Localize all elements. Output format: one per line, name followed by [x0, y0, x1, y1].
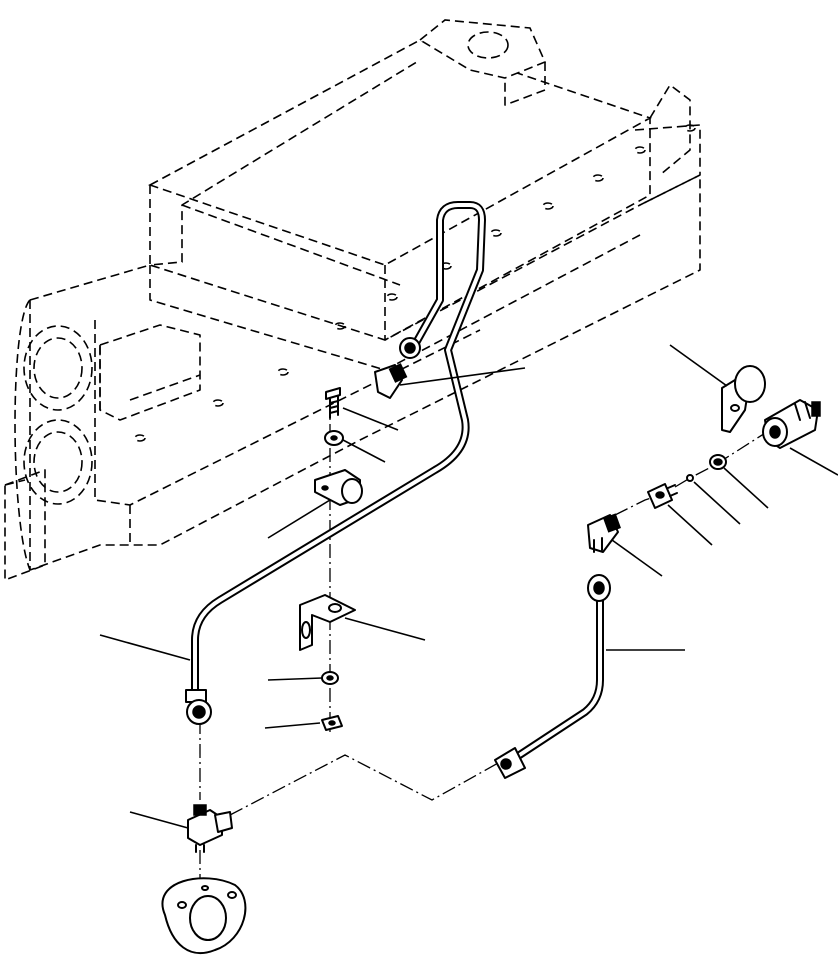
small-nut: [709, 454, 727, 470]
leader-sensor: [789, 447, 838, 476]
leader-bolt: [342, 407, 399, 431]
bracket: [299, 594, 356, 651]
oil-pipe-upper: [185, 201, 486, 725]
callout-leaders: [99, 344, 838, 829]
washer-upper: [324, 430, 344, 446]
oil-pipe-lower: [494, 574, 611, 779]
leader-elbow-lower: [611, 539, 663, 577]
leader-o-ring: [693, 481, 741, 525]
pipe-clip: [314, 469, 363, 506]
washer-lower: [321, 671, 339, 685]
tee-fitting: [187, 804, 233, 853]
leader-bracket: [344, 617, 426, 641]
sensor-bracket: [721, 365, 766, 433]
engine-block-outline: [4, 19, 701, 581]
pressure-sensor: [762, 399, 821, 449]
flange-gasket: [161, 877, 247, 955]
leader-tee: [129, 811, 189, 829]
bolt: [325, 387, 341, 419]
adapter-fitting: [647, 483, 678, 509]
bolt-holes: [134, 124, 696, 442]
leader-small-nut: [723, 467, 769, 509]
o-ring: [686, 474, 694, 482]
assembly-center-lines: [199, 400, 771, 885]
leader-washer: [342, 439, 386, 463]
nut-lower: [321, 715, 343, 731]
leader-washer-lower: [267, 677, 323, 681]
elbow-fitting-lower: [587, 513, 621, 553]
leader-nut-lower: [264, 722, 321, 729]
leader-elbow-upper: [399, 367, 526, 386]
elbow-fitting-upper: [374, 363, 408, 399]
leader-adapter: [667, 504, 713, 546]
leader-upper-pipe: [99, 634, 191, 661]
leader-clip: [267, 499, 331, 539]
leader-sensor-bracket: [669, 344, 728, 387]
